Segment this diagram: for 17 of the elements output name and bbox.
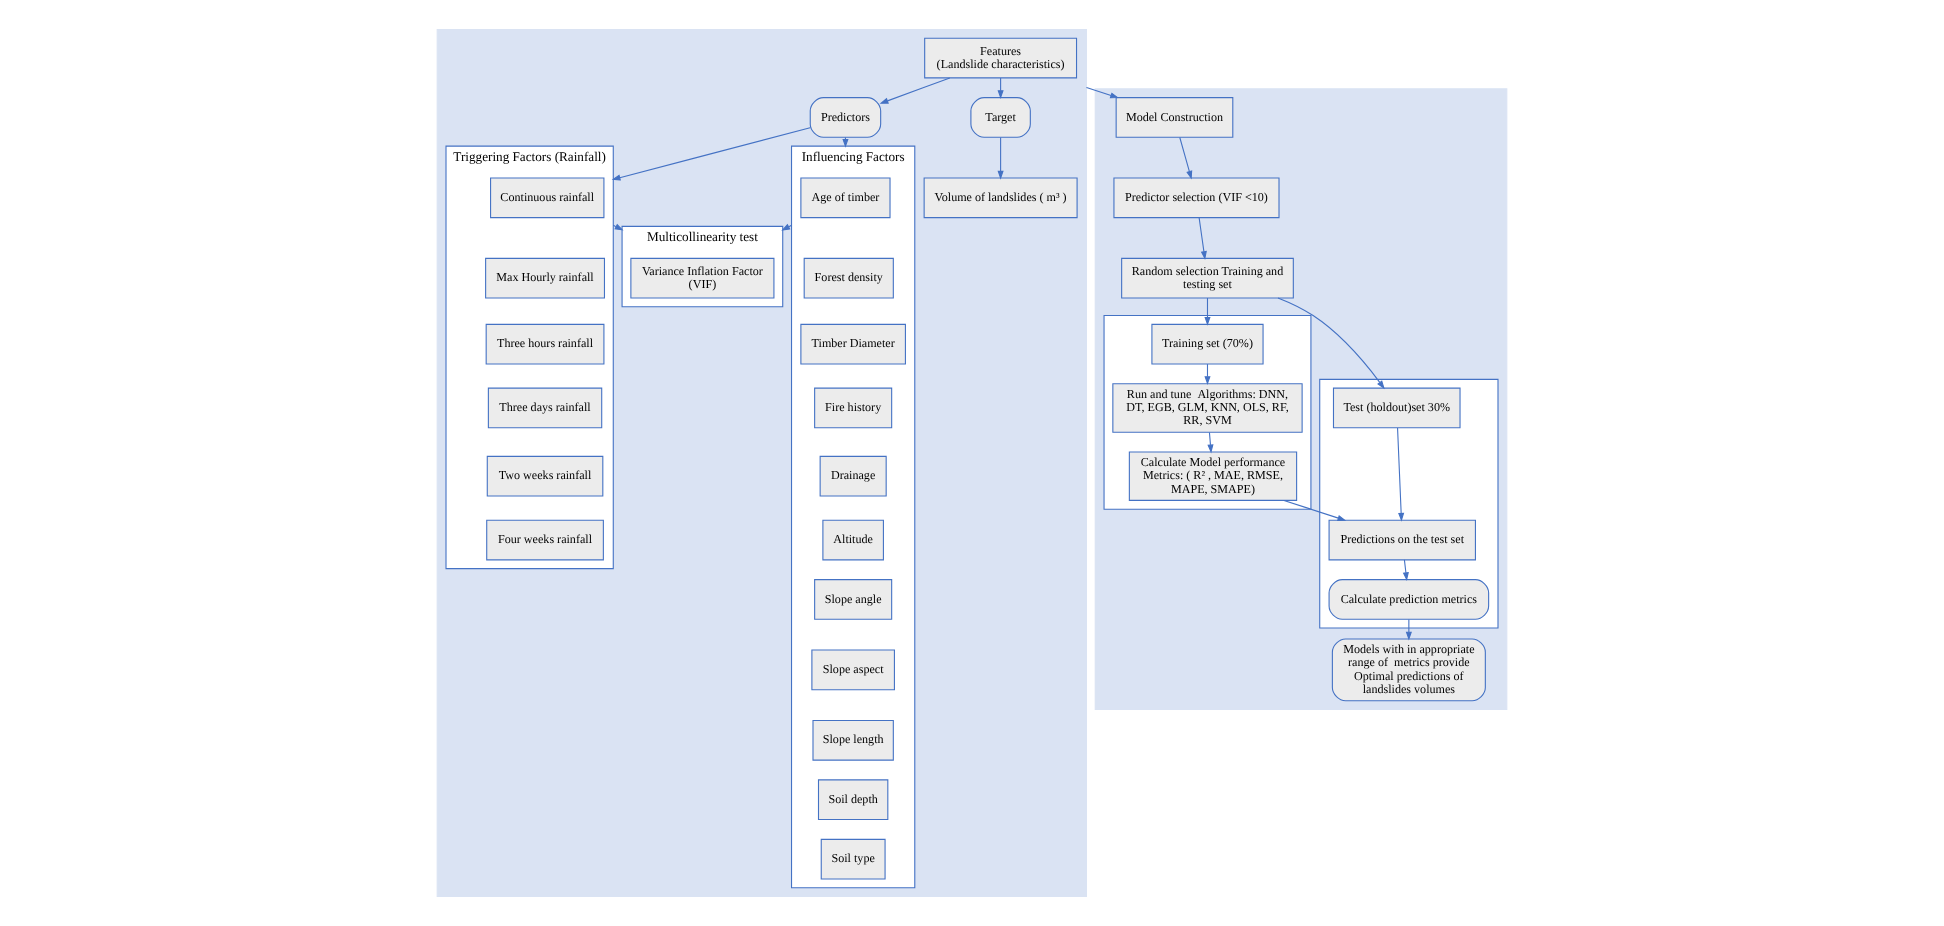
arrow bbox=[1207, 432, 1214, 454]
arrow bbox=[781, 223, 793, 231]
arrow bbox=[997, 136, 1004, 180]
arrow bbox=[1198, 217, 1207, 260]
arrow bbox=[1204, 297, 1211, 326]
arrow bbox=[612, 223, 624, 231]
arrow bbox=[1405, 619, 1412, 641]
arrow bbox=[1402, 559, 1409, 582]
arrow bbox=[611, 127, 811, 181]
arrow bbox=[842, 136, 849, 148]
arrow bbox=[1277, 297, 1385, 390]
arrow bbox=[1085, 86, 1119, 99]
arrow bbox=[1397, 427, 1405, 522]
cluster bbox=[436, 28, 1087, 898]
arrow bbox=[879, 77, 951, 104]
arrow bbox=[1179, 136, 1193, 180]
arrow bbox=[1283, 499, 1347, 521]
